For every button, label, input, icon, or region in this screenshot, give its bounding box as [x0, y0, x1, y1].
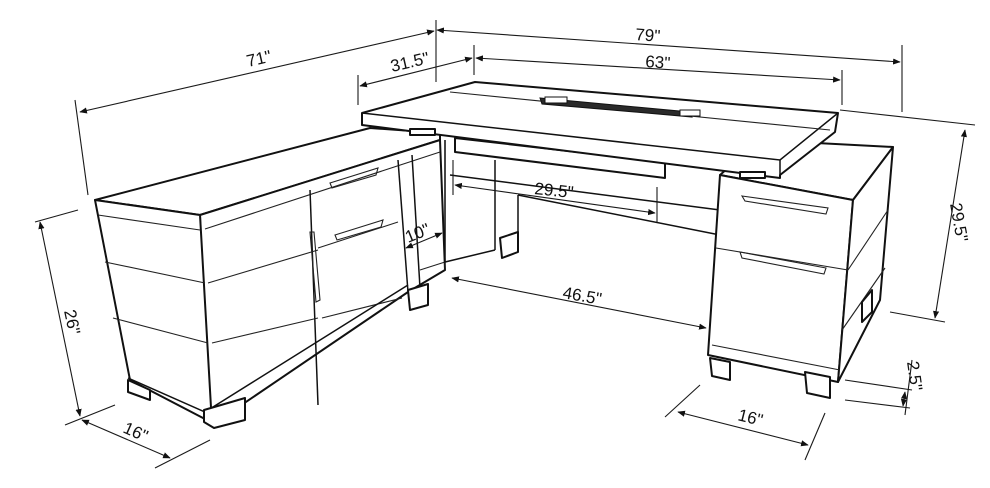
- label-overall-width: 79": [635, 25, 661, 46]
- dimension-lines: [34, 20, 976, 469]
- grommet-icon: [679, 109, 701, 117]
- drawer-handle-icon: [740, 195, 829, 215]
- leg: [861, 289, 873, 323]
- label-return-length: 71": [245, 47, 274, 71]
- door-handle-icon: [309, 231, 321, 303]
- label-desk-height: 29.5": [946, 201, 972, 243]
- leg: [127, 379, 151, 401]
- label-pedestal-depth: 16": [736, 405, 765, 429]
- leg: [709, 357, 731, 381]
- leg: [407, 283, 429, 311]
- label-desktop-depth: 31.5": [389, 49, 431, 76]
- desktop: [361, 81, 839, 179]
- leg: [203, 397, 246, 429]
- label-leg-height: 2.5": [903, 360, 926, 392]
- label-credenza-height: 26": [60, 308, 84, 336]
- leg: [499, 231, 519, 259]
- credenza: [94, 127, 519, 429]
- leg: [804, 371, 831, 399]
- pedestal: [707, 139, 894, 399]
- cable-tray-icon: [539, 97, 693, 118]
- drawer-handle-icon: [739, 251, 827, 275]
- label-desktop-width: 63": [645, 52, 671, 73]
- label-knee-space: 46.5": [561, 283, 603, 309]
- drawer-handle-icon: [334, 219, 384, 241]
- label-tray-width: 29.5": [534, 179, 575, 202]
- grommet-icon: [544, 96, 568, 104]
- drawer-handle-icon: [329, 167, 379, 189]
- label-credenza-depth: 16": [120, 418, 151, 446]
